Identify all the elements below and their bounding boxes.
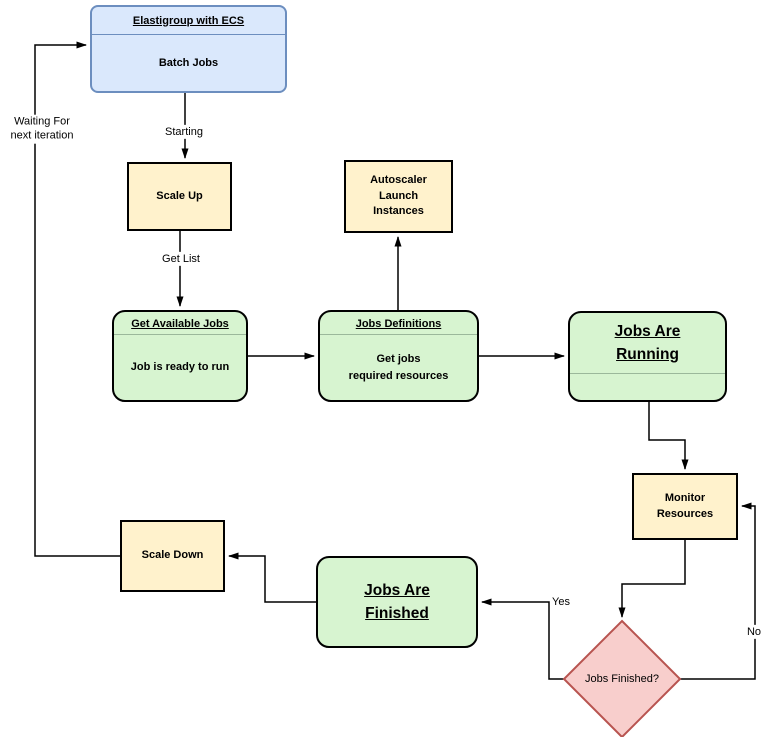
jobs-definitions-body: Get jobs required resources	[320, 335, 477, 400]
scale-up-label: Scale Up	[156, 189, 203, 202]
jobs-are-finished-title: Jobs Are Finished	[318, 558, 476, 646]
edge-decision-yes-to-jobsfinished	[481, 598, 564, 680]
node-get-available-jobs: Get Available Jobs Job is ready to run	[112, 310, 248, 402]
elastigroup-title: Elastigroup with ECS	[92, 7, 285, 35]
jobs-definitions-title: Jobs Definitions	[320, 312, 477, 335]
jobs-are-running-line-1: Jobs Are	[614, 322, 681, 340]
node-jobs-are-finished: Jobs Are Finished	[316, 556, 478, 648]
edge-label-get-list: Get List	[160, 251, 202, 267]
jobs-definitions-body-line-2: required resources	[348, 369, 449, 382]
edge-label-waiting-line-1: Waiting For	[14, 115, 70, 128]
edge-scaledown-to-elastigroup	[34, 41, 120, 557]
scale-down-label: Scale Down	[141, 549, 204, 562]
node-jobs-definitions: Jobs Definitions Get jobs required resou…	[318, 310, 479, 402]
edge-label-no: No	[744, 624, 764, 640]
jobs-are-running-title: Jobs Are Running	[570, 313, 725, 373]
jobs-are-finished-line-1: Jobs Are	[364, 581, 430, 599]
edge-decision-no-to-monitor	[680, 502, 756, 680]
node-monitor-resources: Monitor Resources	[632, 473, 738, 540]
edge-label-yes: Yes	[550, 594, 572, 610]
edge-label-starting: Starting	[163, 124, 205, 140]
jobs-are-running-line-2: Running	[616, 346, 679, 363]
get-available-jobs-title: Get Available Jobs	[114, 312, 246, 335]
elastigroup-body: Batch Jobs	[158, 57, 219, 69]
node-jobs-are-running: Jobs Are Running	[568, 311, 727, 402]
node-elastigroup-batch-jobs: Elastigroup with ECS Batch Jobs	[90, 5, 287, 93]
edge-label-waiting-for-next-iteration: Waiting For next iteration	[8, 114, 76, 144]
autoscaler-line-3: Instances	[373, 205, 424, 218]
edge-label-waiting-line-2: next iteration	[10, 130, 74, 142]
node-scale-up: Scale Up	[127, 162, 232, 231]
edge-monitor-to-decision	[618, 540, 686, 618]
edge-jobsrunning-to-monitor	[648, 402, 689, 470]
monitor-resources-line-2: Resources	[656, 507, 714, 520]
jobs-finished-decision-diamond	[562, 619, 682, 737]
monitor-resources-line-1: Monitor	[664, 492, 706, 505]
autoscaler-line-2: Launch	[378, 189, 419, 202]
edge-jobsfinished-to-scaledown	[228, 552, 316, 603]
jobs-are-finished-line-2: Finished	[365, 605, 429, 622]
node-scale-down: Scale Down	[120, 520, 225, 592]
jobs-finished-decision-label: Jobs Finished?	[585, 673, 659, 685]
autoscaler-line-1: Autoscaler	[370, 174, 427, 187]
get-available-jobs-body: Job is ready to run	[130, 361, 230, 374]
jobs-are-running-divider	[570, 373, 725, 400]
jobs-definitions-body-line-1: Get jobs	[376, 353, 421, 365]
node-autoscaler-launch-instances: Autoscaler Launch Instances	[344, 160, 453, 233]
